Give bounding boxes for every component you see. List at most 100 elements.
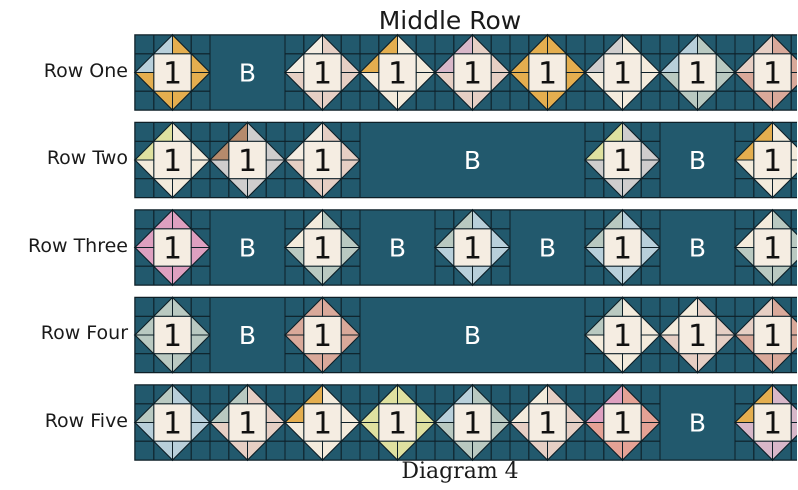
b-block-rect	[209, 209, 286, 286]
star-corner	[134, 265, 155, 286]
star-point	[133, 422, 155, 443]
star-corner	[134, 90, 155, 111]
star-block: 1	[733, 33, 797, 112]
star-point	[622, 33, 643, 55]
star-corner	[190, 34, 211, 55]
star-point	[508, 422, 530, 443]
star-corner	[265, 122, 286, 142]
b-block-label: B	[239, 321, 256, 350]
star-corner	[190, 209, 211, 230]
star-corner	[734, 178, 755, 198]
star-corner	[659, 297, 680, 317]
star-point	[397, 440, 418, 462]
row-label: Row Two	[46, 147, 128, 169]
b-block-label: B	[689, 234, 706, 263]
star-point	[490, 72, 512, 93]
b-block-rect	[659, 209, 736, 286]
star-center	[303, 140, 342, 180]
b-block: B	[209, 209, 286, 286]
star-number: 1	[763, 319, 782, 354]
star-point	[697, 353, 718, 374]
star-corner	[134, 34, 155, 55]
star-point	[547, 90, 568, 112]
b-block: B	[659, 384, 736, 461]
star-point	[565, 72, 587, 93]
star-corner	[565, 34, 586, 55]
star-number: 1	[613, 57, 632, 92]
star-point	[772, 383, 793, 405]
star-block: 1	[733, 208, 797, 287]
star-corner	[715, 353, 736, 373]
star-center	[153, 228, 192, 267]
star-corner	[490, 209, 511, 230]
star-block: 1	[133, 208, 212, 287]
star-point	[547, 383, 568, 405]
star-corner	[434, 209, 455, 230]
star-point	[265, 422, 287, 443]
star-corner	[734, 90, 755, 111]
star-corner	[209, 440, 230, 461]
star-corner	[640, 122, 661, 142]
star-corner	[284, 178, 305, 198]
star-center	[378, 53, 417, 92]
star-point	[790, 72, 797, 93]
star-corner	[790, 353, 797, 373]
star-block: 1	[583, 383, 662, 462]
star-number: 1	[463, 407, 482, 442]
star-point	[790, 422, 797, 443]
star-point	[358, 72, 380, 93]
b-block: B	[359, 297, 586, 373]
star-corner	[190, 265, 211, 286]
star-point	[190, 247, 212, 268]
star-block: 1	[733, 296, 797, 374]
b-block-rect	[359, 297, 586, 373]
b-block: B	[359, 209, 436, 286]
star-number: 1	[163, 144, 182, 179]
star-point	[322, 33, 343, 55]
star-point	[247, 440, 268, 462]
star-point	[640, 72, 662, 93]
star-point	[733, 72, 755, 93]
star-corner	[584, 297, 605, 317]
star-point	[190, 159, 212, 180]
star-block: 1	[283, 208, 362, 287]
star-block: 1	[583, 296, 662, 374]
star-point	[172, 383, 193, 405]
star-point	[340, 159, 362, 180]
star-point	[622, 90, 643, 112]
star-number: 1	[763, 232, 782, 267]
star-number: 1	[163, 407, 182, 442]
row-label: Row Three	[28, 234, 128, 257]
star-corner	[659, 353, 680, 373]
star-point	[133, 247, 155, 268]
star-number: 1	[763, 57, 782, 92]
star-corner	[415, 384, 436, 405]
star-point	[772, 208, 793, 230]
star-block: 1	[358, 33, 437, 112]
star-corner	[640, 297, 661, 317]
star-point	[340, 247, 362, 268]
star-point	[397, 90, 418, 112]
star-point	[340, 72, 362, 93]
star-point	[733, 247, 755, 268]
star-point	[283, 422, 305, 443]
star-corner	[190, 90, 211, 111]
star-point	[322, 440, 343, 462]
star-point	[697, 90, 718, 112]
star-corner	[659, 34, 680, 55]
star-corner	[190, 353, 211, 373]
b-block: B	[659, 122, 736, 198]
star-number: 1	[763, 144, 782, 179]
star-block: 1	[508, 383, 587, 462]
star-corner	[640, 209, 661, 230]
b-block-rect	[659, 122, 736, 198]
star-corner	[284, 353, 305, 373]
star-point	[433, 72, 455, 93]
star-point	[322, 208, 343, 230]
star-corner	[284, 265, 305, 286]
star-point	[283, 247, 305, 268]
star-corner	[640, 353, 661, 373]
star-point	[358, 422, 380, 443]
star-block: 1	[133, 33, 212, 112]
